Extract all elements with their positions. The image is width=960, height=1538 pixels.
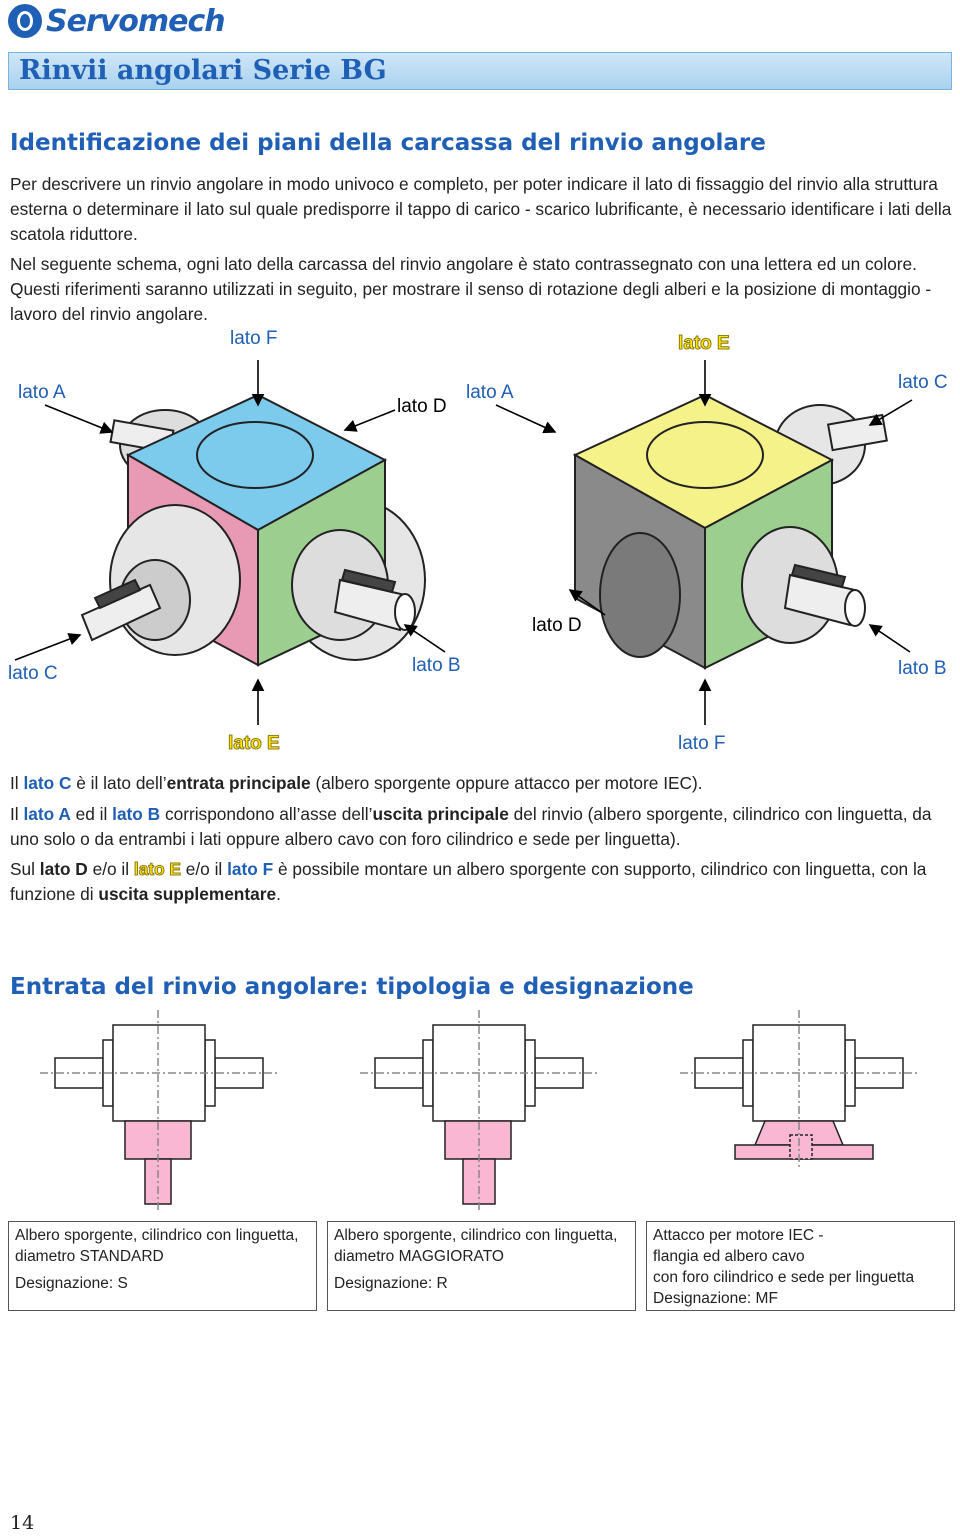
label-lato-c-right: lato C <box>898 372 948 393</box>
designation-label: Designazione: <box>15 1275 118 1292</box>
text: è il lato dell’ <box>71 773 167 793</box>
label-lato-b-left: lato B <box>412 655 461 676</box>
label-lato-b-right: lato B <box>898 658 947 679</box>
input-type-drawings <box>40 1010 920 1210</box>
page-number: 14 <box>10 1512 35 1534</box>
label-lato-d-left: lato D <box>397 396 447 417</box>
text: è possibile montare un albero sporgente … <box>10 859 927 904</box>
caption-type-S: Albero sporgente, cilindrico con linguet… <box>8 1221 317 1311</box>
designation: Designazione: S <box>15 1273 310 1294</box>
drawing-type-MF <box>680 1010 920 1170</box>
label-lato-d-right: lato D <box>532 615 582 636</box>
designation: Designazione: R <box>334 1273 629 1294</box>
text: diametro <box>15 1248 80 1265</box>
label-lato-f-left: lato F <box>230 328 278 349</box>
designation: Designazione: MF <box>653 1288 948 1309</box>
label-lato-c-left: lato C <box>8 663 58 684</box>
brand-name: Servomech <box>46 3 226 39</box>
label-lato-f-right: lato F <box>678 733 726 754</box>
intro-paragraph-1: Per descrivere un rinvio angolare in mod… <box>10 174 952 244</box>
drawing-type-S <box>40 1010 280 1210</box>
caption-line: diametro MAGGIORATO <box>334 1246 629 1267</box>
gearbox-left-view <box>80 393 426 667</box>
gearbox-right-view <box>572 393 888 670</box>
label-lato-e-left: lato E <box>228 733 281 755</box>
entrata-principale: entrata principale <box>166 773 311 793</box>
text: Il <box>10 773 24 793</box>
lato-f-ref: lato F <box>227 859 274 879</box>
caption-type-R: Albero sporgente, cilindrico con linguet… <box>327 1221 636 1311</box>
label-lato-a-left: lato A <box>18 382 66 403</box>
intro-paragraph-2: Nel seguente schema, ogni lato della car… <box>10 254 932 324</box>
label-arrows <box>14 360 913 725</box>
text: diametro <box>334 1248 399 1265</box>
title-banner: Rinvii angolari Serie BG <box>8 52 952 90</box>
caption-line: Albero sporgente, cilindrico con linguet… <box>15 1227 299 1244</box>
designation-value: MF <box>755 1290 778 1307</box>
text: corrispondono all’asse dell’ <box>160 804 373 824</box>
text: del rinvio (albero sporgente, cilindrico… <box>10 804 932 849</box>
legend-line-ab: Il lato A ed il lato B corrispondono all… <box>10 802 955 852</box>
designation-value: R <box>436 1275 448 1292</box>
text: Sul <box>10 859 40 879</box>
lato-b-ref: lato B <box>112 804 161 824</box>
caption-line: con foro cilindrico e sede per linguetta <box>653 1269 915 1286</box>
text: Il <box>10 804 24 824</box>
page-title: Rinvii angolari Serie BG <box>19 55 387 86</box>
caption-type-MF: Attacco per motore IEC - flangia ed albe… <box>646 1221 955 1311</box>
lato-c-ref: lato C <box>23 773 72 793</box>
brand-logo: Servomech <box>8 3 226 39</box>
lato-e-ref: lato E <box>133 859 182 880</box>
servomech-logo-icon <box>8 4 42 38</box>
drawing-type-R <box>360 1010 600 1210</box>
legend-line-c: Il lato C è il lato dell’entrata princip… <box>10 771 955 796</box>
label-lato-a-right: lato A <box>466 382 514 403</box>
designation-value: S <box>117 1275 128 1292</box>
text: e/o il <box>180 859 228 879</box>
caption-line: diametro STANDARD <box>15 1246 310 1267</box>
uscita-principale: uscita principale <box>372 804 509 824</box>
text: e/o il <box>87 859 134 879</box>
lato-d-ref: lato D <box>39 859 88 879</box>
section-heading-identification: Identificazione dei piani della carcassa… <box>10 130 766 156</box>
designation-label: Designazione: <box>334 1275 437 1292</box>
caption-line: flangia ed albero cavo <box>653 1248 805 1265</box>
legend-line-def: Sul lato D e/o il lato E e/o il lato F è… <box>10 857 955 907</box>
text: (albero sporgente oppure attacco per mot… <box>310 773 703 793</box>
designation-label: Designazione: <box>653 1290 756 1307</box>
diameter-value: STANDARD <box>79 1248 164 1265</box>
lato-a-ref: lato A <box>23 804 71 824</box>
text: ed il <box>70 804 113 824</box>
caption-line: Attacco per motore IEC - <box>653 1227 824 1244</box>
section-heading-input-types: Entrata del rinvio angolare: tipologia e… <box>10 974 694 1000</box>
label-lato-e-right: lato E <box>678 333 731 355</box>
uscita-supplementare: uscita supplementare <box>98 884 277 904</box>
text: . <box>276 884 281 904</box>
caption-line: Albero sporgente, cilindrico con linguet… <box>334 1227 618 1244</box>
diameter-value: MAGGIORATO <box>398 1248 504 1265</box>
